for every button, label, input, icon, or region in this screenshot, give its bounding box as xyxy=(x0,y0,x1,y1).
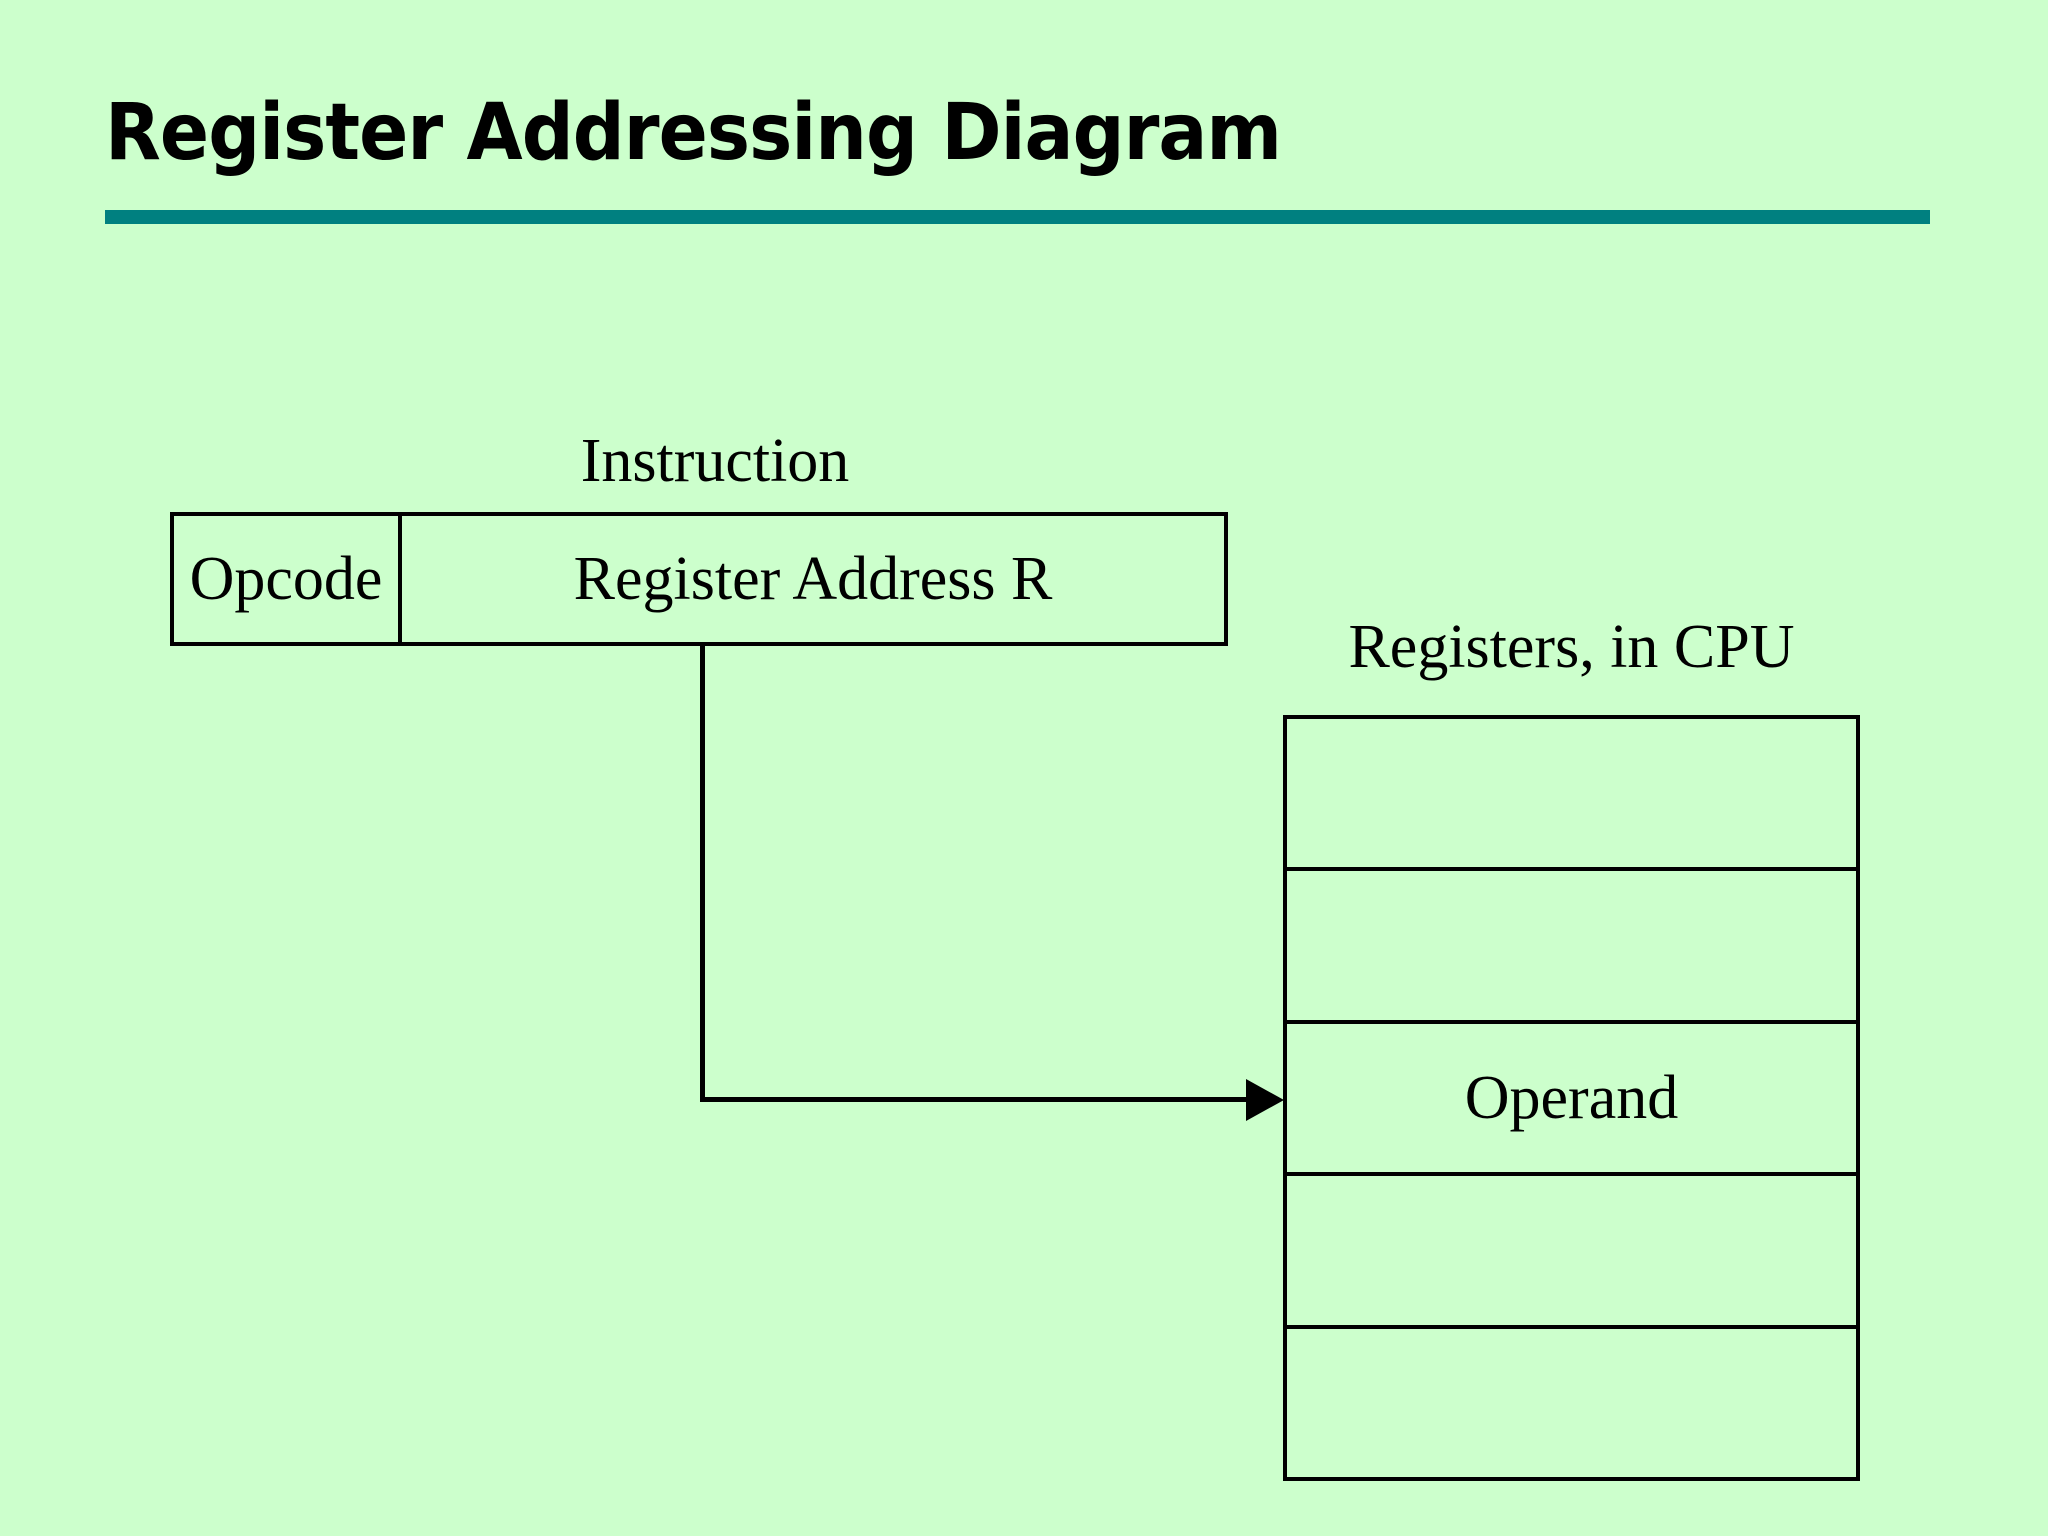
title-underline-rule xyxy=(105,210,1930,224)
connector-vertical-line xyxy=(700,646,705,1102)
register-row xyxy=(1287,871,1856,1024)
instruction-field-opcode: Opcode xyxy=(174,516,402,642)
register-row xyxy=(1287,1176,1856,1329)
instruction-field-register-address: Register Address R xyxy=(573,545,1053,613)
registers-label: Registers, in CPU xyxy=(1348,613,1795,681)
instruction-box: Opcode Register Address R xyxy=(170,512,1228,646)
connector-horizontal-line xyxy=(700,1097,1248,1102)
instruction-label: Instruction xyxy=(580,427,850,495)
register-row xyxy=(1287,719,1856,872)
page-title: Register Addressing Diagram xyxy=(105,88,1282,178)
register-file-box: Operand xyxy=(1283,715,1860,1481)
connector-arrowhead-icon xyxy=(1246,1079,1284,1121)
register-row-operand: Operand xyxy=(1287,1024,1856,1177)
register-row xyxy=(1287,1329,1856,1477)
